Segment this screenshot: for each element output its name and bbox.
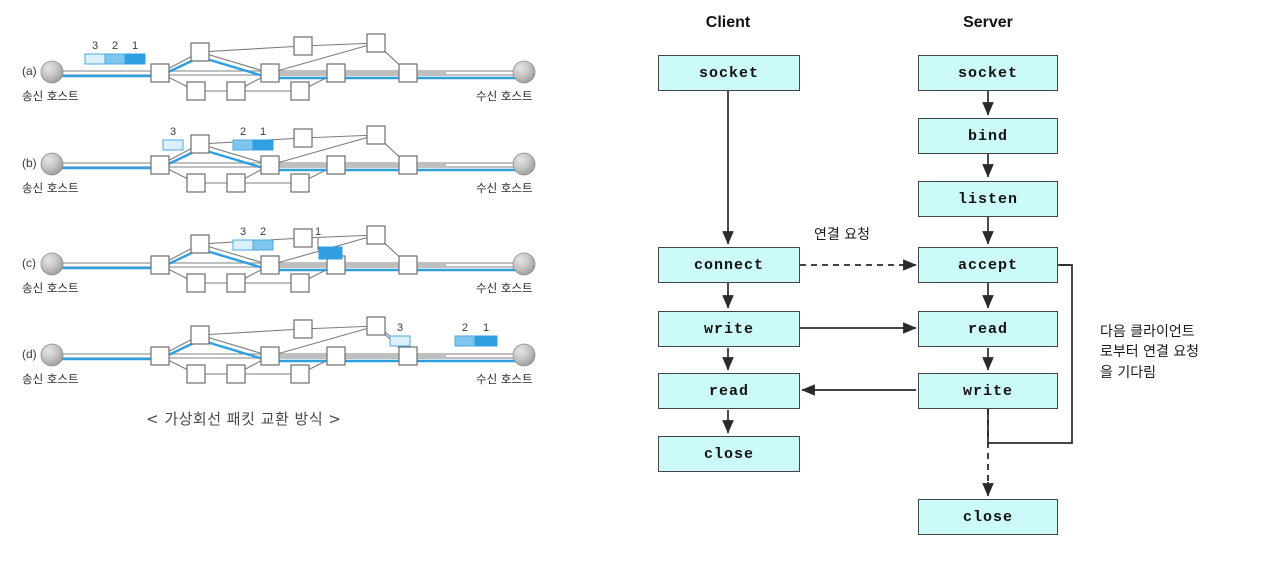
panel-letter-a: (a) (22, 64, 37, 78)
server-step-bind[interactable]: bind (918, 118, 1058, 154)
source-host-label-b: 송신 호스트 (22, 181, 79, 195)
server-step-close[interactable]: close (918, 499, 1058, 535)
panel-d-topology (40, 316, 536, 384)
packet-number-a-3: 3 (91, 40, 99, 52)
server-column-title: Server (963, 14, 1013, 31)
packet-number-a-1: 1 (131, 40, 139, 52)
client-step-connect[interactable]: connect (658, 247, 800, 283)
packet-train-c (232, 239, 343, 260)
arrow-loop-to-accept (987, 264, 1073, 444)
server-step-listen[interactable]: listen (918, 181, 1058, 217)
server-step-write[interactable]: write (918, 373, 1058, 409)
destination-host-label-a: 수신 호스트 (476, 89, 533, 103)
socket-flow-figure: Client Server socket connect write read … (600, 0, 1280, 566)
packet-number-b-3: 3 (169, 126, 177, 138)
packet-number-d-1: 1 (482, 322, 490, 334)
packet-number-d-2: 2 (461, 322, 469, 334)
packet-number-d-3: 3 (396, 322, 404, 334)
panel-b-topology (40, 125, 536, 193)
loop-wait-note-line-2: 로부터 연결 요청 (1100, 344, 1200, 361)
loop-wait-note-line-3: 을 기다림 (1100, 364, 1156, 381)
client-step-socket[interactable]: socket (658, 55, 800, 91)
client-step-read[interactable]: read (658, 373, 800, 409)
loop-wait-note: 다음 클라이언트 로부터 연결 요청 을 기다림 (1100, 322, 1270, 383)
server-step-socket[interactable]: socket (918, 55, 1058, 91)
packet-train-a (84, 53, 146, 65)
connect-request-label: 연결 요청 (814, 227, 870, 243)
panel-letter-b: (b) (22, 156, 37, 170)
panel-letter-d: (d) (22, 347, 37, 361)
figure-caption: < 가상회선 패킷 교환 방식 > (146, 410, 342, 428)
packet-train-b (162, 139, 274, 151)
packet-number-a-2: 2 (111, 40, 119, 52)
destination-host-label-c: 수신 호스트 (476, 281, 533, 295)
source-host-label-d: 송신 호스트 (22, 372, 79, 386)
packet-train-d (389, 335, 498, 347)
packet-number-b-2: 2 (239, 126, 247, 138)
panel-c-topology (40, 225, 536, 293)
destination-host-label-b: 수신 호스트 (476, 181, 533, 195)
client-step-write[interactable]: write (658, 311, 800, 347)
packet-number-c-2: 2 (259, 226, 267, 238)
panel-a-topology (40, 33, 536, 101)
client-column-title: Client (705, 14, 751, 31)
network-topology-svg (40, 33, 536, 384)
server-step-accept[interactable]: accept (918, 247, 1058, 283)
packet-number-c-3: 3 (239, 226, 247, 238)
packet-number-c-1: 1 (314, 226, 322, 238)
server-step-read[interactable]: read (918, 311, 1058, 347)
destination-host-label-d: 수신 호스트 (476, 372, 533, 386)
virtual-circuit-figure: (a) (b) (c) (d) 송신 호스트 수신 호스트 송신 호스트 수신 … (0, 0, 600, 566)
packet-number-b-1: 1 (259, 126, 267, 138)
panel-letter-c: (c) (22, 256, 36, 270)
source-host-label-c: 송신 호스트 (22, 281, 79, 295)
source-host-label-a: 송신 호스트 (22, 89, 79, 103)
loop-wait-note-line-1: 다음 클라이언트 (1100, 324, 1195, 340)
client-step-close[interactable]: close (658, 436, 800, 472)
